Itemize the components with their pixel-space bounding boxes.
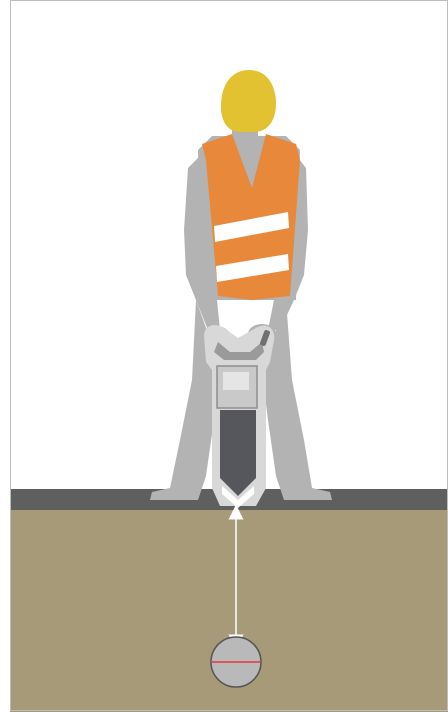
hard-hat-icon bbox=[221, 70, 276, 132]
locator-blade bbox=[220, 410, 256, 496]
hard-hat-shell bbox=[221, 70, 276, 132]
cable-locator-icon bbox=[204, 325, 274, 508]
pipe-cross-section-icon bbox=[211, 637, 261, 687]
locator-screen bbox=[223, 372, 249, 390]
